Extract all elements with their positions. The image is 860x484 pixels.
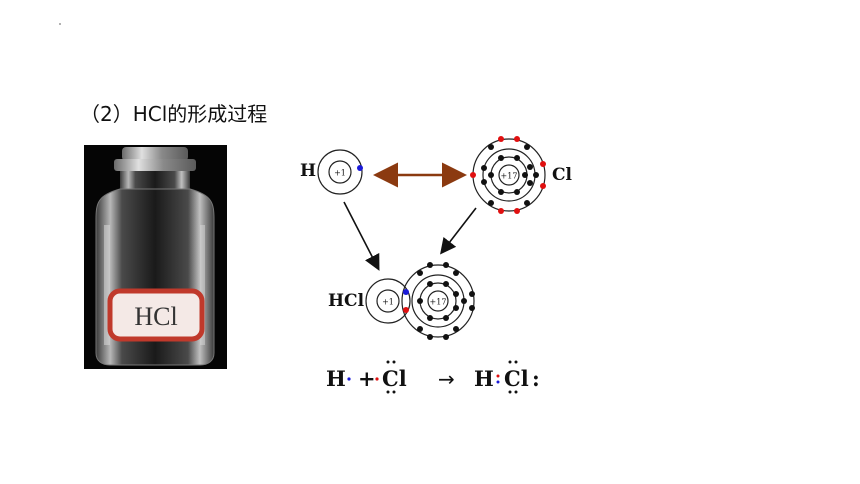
bottle-stopper: [122, 147, 188, 161]
hcl-hydrogen-shell: [365, 278, 411, 324]
hcl-hydrogen-nucleus: [376, 289, 400, 313]
hcl-hydrogen-nucleus-charge: +1: [382, 298, 394, 307]
hcl-formation-diagram: H +1 +17 Cl: [300, 136, 573, 340]
chlorine-symbol: Cl: [552, 165, 573, 185]
hcl-chlorine-nucleus-charge: +17: [430, 298, 447, 307]
bond-dot-red: [496, 374, 500, 378]
hydrogen-nucleus: [328, 160, 352, 184]
hydrogen-atom: H +1: [300, 149, 363, 195]
bottle-illustration: HCl: [84, 145, 227, 369]
slide-title: （2）HCl的形成过程: [80, 102, 268, 126]
hydrogen-nucleus-charge: +1: [334, 169, 346, 178]
hcl-chlorine-outer-shell: [401, 264, 475, 338]
corner-dot: [59, 23, 61, 25]
equation-arrow: →: [438, 367, 455, 391]
h-electron-dot: [347, 377, 351, 381]
chlorine-nucleus-charge: +17: [501, 172, 518, 181]
shared-electron-cl: [403, 307, 409, 313]
hcl-symbol: HCl: [328, 291, 365, 311]
cl-lone-pair-dots: [386, 360, 396, 394]
bond-dot-blue: [496, 380, 500, 384]
hydrogen-symbol: H: [300, 161, 316, 181]
electron-dot-equation: H + Cl → H Cl :: [326, 360, 540, 394]
arrow-from-chlorine: [440, 207, 477, 255]
hcl-bottle-photo: HCl: [84, 145, 227, 369]
hcl-molecule: HCl +1 +17: [328, 262, 475, 340]
hydrogen-shell: [317, 149, 363, 195]
bottle-label: [107, 288, 205, 342]
hydrogen-electron: [357, 165, 363, 171]
shared-electron-h: [403, 289, 409, 295]
equation-plus: +: [358, 366, 376, 391]
equation-product-cl: Cl: [504, 366, 529, 391]
bottle-label-text: HCl: [134, 302, 177, 331]
chlorine-atom: +17 Cl: [470, 136, 573, 214]
chlorine-nucleus: [498, 164, 520, 186]
product-lone-pair-dots: [508, 360, 518, 394]
cl-valence-dot-red: [375, 377, 379, 381]
hcl-chlorine-nucleus: [427, 290, 449, 312]
equation-colon: :: [532, 366, 540, 391]
equation-h: H: [326, 366, 346, 391]
equation-cl: Cl: [382, 366, 407, 391]
arrow-from-hydrogen: [343, 201, 380, 271]
equation-product-h: H: [474, 366, 494, 391]
